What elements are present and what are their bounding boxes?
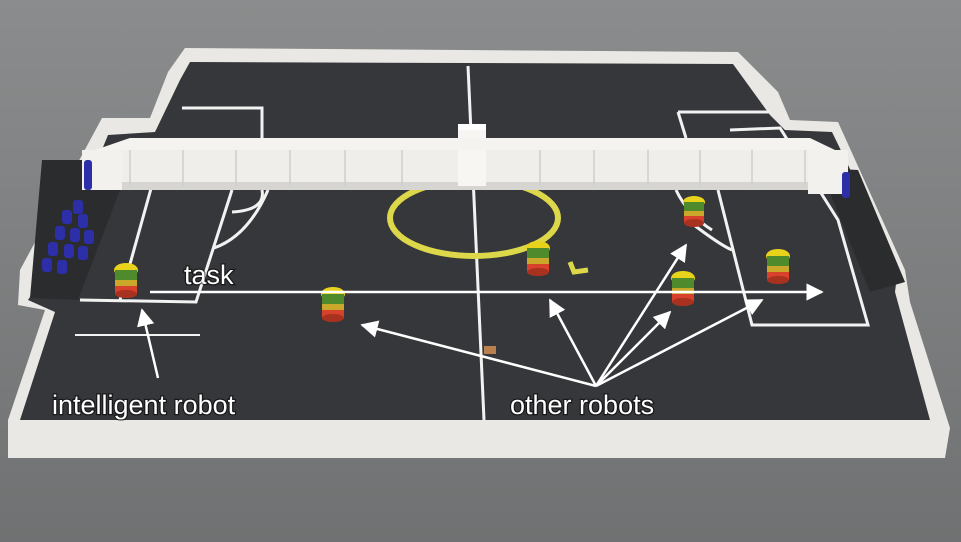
yellow-marker <box>567 261 589 275</box>
other-robot-2 <box>526 241 550 276</box>
other-robot-1 <box>321 287 345 322</box>
other-robot-3 <box>683 196 705 227</box>
floor-mark <box>484 346 496 354</box>
task-label: task <box>184 260 234 290</box>
other-robots-label: other robots <box>510 390 654 420</box>
other-robot-4 <box>671 271 695 306</box>
intelligent-robot-label: intelligent robot <box>52 390 236 420</box>
other-robots-arrow-1 <box>360 320 597 388</box>
intelligent-robot <box>114 263 138 298</box>
other-robot-5 <box>766 249 790 284</box>
annotation-arrows <box>137 243 824 388</box>
other-robots-arrow-3 <box>594 243 688 387</box>
blue-cylinders <box>42 160 850 274</box>
right-goal-pocket <box>820 168 905 292</box>
divider-wall <box>82 124 848 194</box>
other-robots-arrow-4 <box>595 310 672 387</box>
intelligent-robot-arrow <box>137 308 160 379</box>
other-robots-arrow-5 <box>595 298 764 388</box>
other-robots-arrow-2 <box>548 298 598 387</box>
